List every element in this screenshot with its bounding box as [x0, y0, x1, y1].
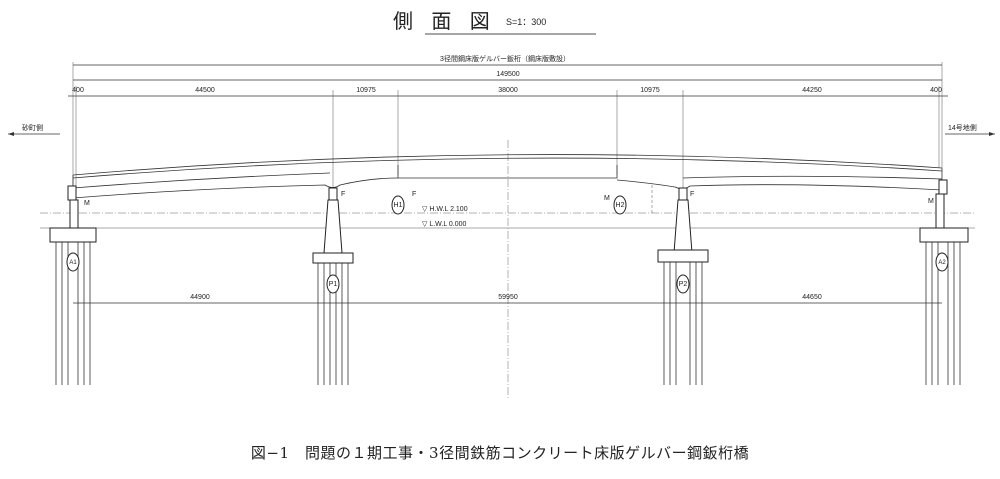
svg-text:P1: P1	[329, 281, 338, 288]
svg-text:M: M	[84, 200, 90, 207]
span-dim: 44500	[195, 87, 215, 94]
svg-text:F: F	[412, 191, 416, 198]
right-direction-label: 14号地側	[948, 123, 977, 132]
svg-text:A2: A2	[938, 260, 946, 266]
marker-p1: P1	[326, 274, 340, 294]
figure-caption: 図−1 問題の１期工事・3径間鉄筋コンクリート床版ゲルバー鋼鈑桁橋	[250, 444, 750, 462]
svg-text:F: F	[341, 191, 345, 198]
svg-text:H2: H2	[616, 202, 625, 209]
abutment-a2	[919, 179, 969, 385]
span-dim: 38000	[498, 87, 518, 94]
marker-a1: A1	[66, 252, 80, 272]
total-length: 149500	[496, 71, 519, 78]
svg-text:A1: A1	[69, 260, 77, 266]
svg-text:M: M	[928, 198, 934, 205]
support-dim: 44650	[802, 294, 822, 301]
hwl-label: ▽ H.W.L 2.100	[422, 206, 468, 213]
marker-h2: H2	[613, 195, 627, 215]
overall-label: 3径間鋼床版ゲルバー鈑桁（鋼床版敷設）	[440, 54, 570, 63]
svg-text:P2: P2	[679, 281, 688, 288]
span-dim: 400	[930, 87, 942, 94]
drawing-scale: S=1：300	[506, 17, 546, 27]
left-direction-label: 砂町側	[22, 123, 43, 132]
marker-h1: H1	[391, 195, 405, 215]
drawing-title: 側 面 図	[393, 9, 496, 33]
pier-p2	[657, 187, 709, 385]
abutment-a1	[49, 185, 97, 385]
span-dim: 10975	[640, 87, 660, 94]
bearing-labels: F F F M M M	[84, 191, 934, 207]
support-dim: 44900	[190, 294, 210, 301]
marker-a2: A2	[935, 252, 949, 272]
svg-text:H1: H1	[394, 202, 403, 209]
support-dim: 59950	[498, 294, 518, 301]
lwl-label: ▽ L.W.L 0.000	[422, 221, 467, 228]
girder	[72, 154, 943, 213]
svg-text:M: M	[604, 195, 610, 202]
right-arrow-head-icon	[989, 132, 995, 136]
marker-p2: P2	[676, 274, 690, 294]
svg-text:F: F	[690, 191, 694, 198]
left-arrow-head-icon	[8, 132, 14, 136]
span-dim: 400	[72, 87, 84, 94]
span-dim: 10975	[356, 87, 376, 94]
extension-lines	[72, 62, 943, 190]
span-dim: 44250	[802, 87, 822, 94]
